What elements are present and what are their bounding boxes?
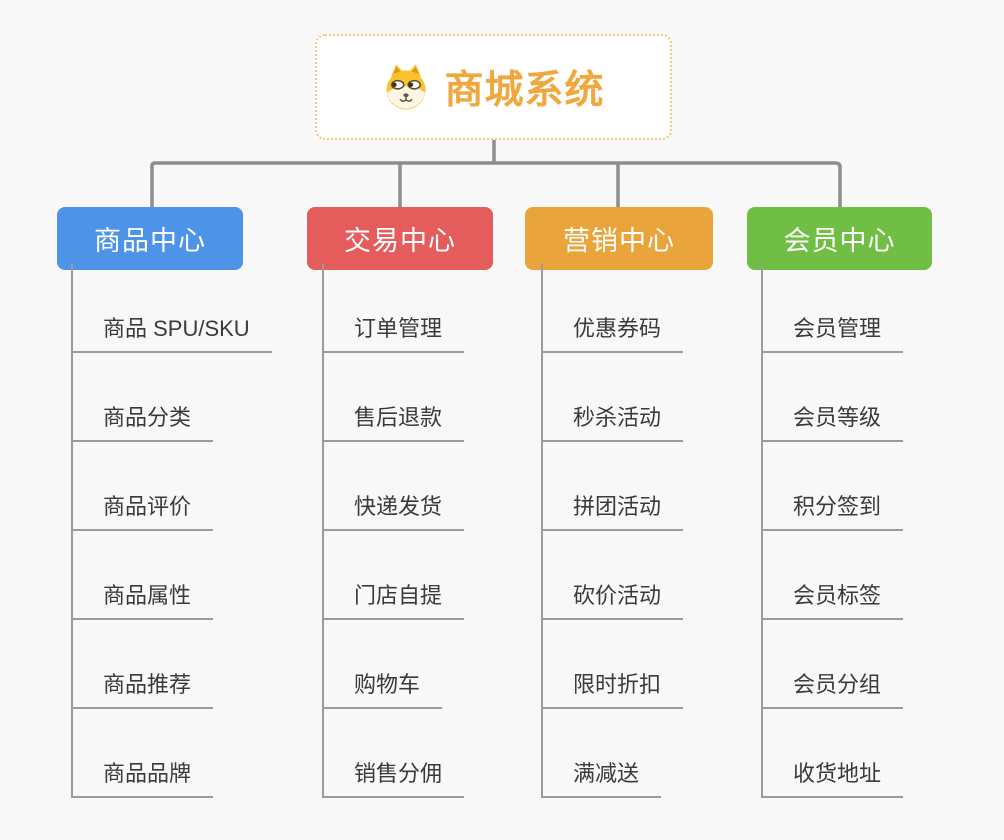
branch-children-marketing-center: 优惠券码 秒杀活动 拼团活动 砍价活动 限时折扣 满减送	[541, 264, 684, 798]
child-node[interactable]: 售后退款	[324, 353, 465, 442]
branch-label: 交易中心	[344, 226, 456, 256]
child-node[interactable]: 商品评价	[73, 442, 272, 531]
child-node[interactable]: 订单管理	[324, 264, 465, 353]
child-node[interactable]: 满减送	[543, 709, 683, 798]
branch-label: 会员中心	[783, 226, 896, 256]
child-node[interactable]: 商品 SPU/SKU	[73, 264, 272, 353]
child-node[interactable]: 砍价活动	[543, 531, 684, 620]
child-node[interactable]: 收货地址	[763, 709, 904, 798]
shiba-dog-icon	[382, 63, 430, 111]
branch-children-trade-center: 订单管理 售后退款 快递发货 门店自提 购物车 销售分佣	[322, 264, 465, 798]
child-node[interactable]: 快递发货	[324, 442, 465, 531]
branch-label: 商品中心	[94, 226, 206, 256]
root-node[interactable]: 商城系统	[315, 34, 672, 140]
child-node[interactable]: 门店自提	[324, 531, 465, 620]
branch-children-member-center: 会员管理 会员等级 积分签到 会员标签 会员分组 收货地址	[761, 264, 904, 798]
branch-node-marketing-center[interactable]: 营销中心	[525, 207, 713, 270]
root-title: 商城系统	[444, 69, 605, 112]
branch-node-trade-center[interactable]: 交易中心	[307, 207, 493, 270]
branch-label: 营销中心	[563, 226, 675, 256]
child-node[interactable]: 购物车	[324, 620, 464, 709]
branch-node-product-center[interactable]: 商品中心	[57, 207, 243, 270]
child-node[interactable]: 商品推荐	[73, 620, 272, 709]
branch-children-product-center: 商品 SPU/SKU 商品分类 商品评价 商品属性 商品推荐 商品品牌	[71, 264, 272, 798]
child-node[interactable]: 销售分佣	[324, 709, 465, 798]
child-node[interactable]: 商品属性	[73, 531, 272, 620]
child-node[interactable]: 拼团活动	[543, 442, 684, 531]
branch-node-member-center[interactable]: 会员中心	[747, 207, 932, 270]
child-node[interactable]: 优惠券码	[543, 264, 684, 353]
child-node[interactable]: 会员等级	[763, 353, 904, 442]
child-node[interactable]: 会员管理	[763, 264, 904, 353]
child-node[interactable]: 商品品牌	[73, 709, 272, 798]
child-node[interactable]: 积分签到	[763, 442, 904, 531]
child-node[interactable]: 商品分类	[73, 353, 272, 442]
child-node[interactable]: 限时折扣	[543, 620, 684, 709]
child-node[interactable]: 秒杀活动	[543, 353, 684, 442]
child-node[interactable]: 会员标签	[763, 531, 904, 620]
child-node[interactable]: 会员分组	[763, 620, 904, 709]
